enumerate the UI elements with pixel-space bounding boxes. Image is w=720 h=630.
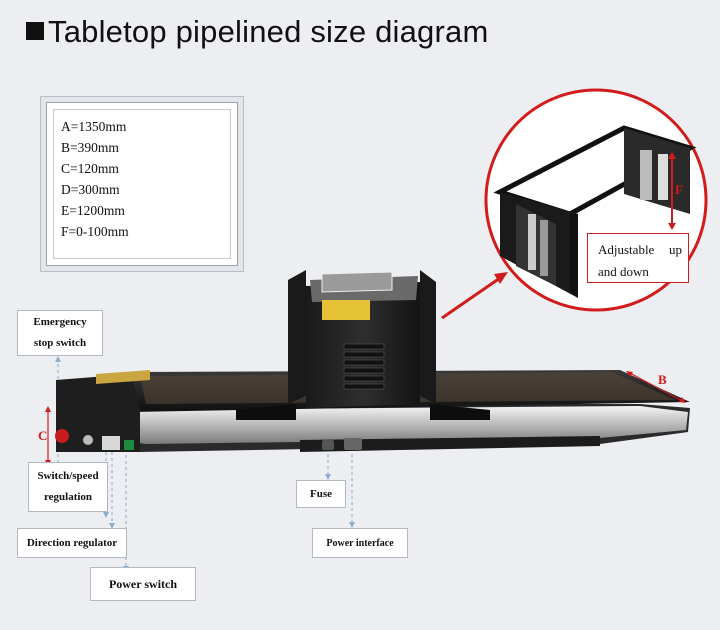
dimension-f: F=0-100mm bbox=[61, 224, 129, 239]
label-switch-speed-line2: regulation bbox=[43, 491, 93, 503]
adjustable-callout: Adjustable up and down bbox=[587, 233, 689, 283]
leader-arrowheads bbox=[55, 356, 355, 572]
dimension-legend: A=1350mm B=390mm C=120mm D=300mm E=1200m… bbox=[46, 102, 238, 266]
callout-word-up: up bbox=[669, 242, 682, 257]
left-side-plate bbox=[288, 270, 306, 404]
callout-arrow-line bbox=[441, 276, 501, 320]
power-socket bbox=[344, 438, 362, 450]
label-switch-speed-line1: Switch/speed bbox=[37, 470, 99, 483]
title-text: Tabletop pipelined size diagram bbox=[48, 14, 489, 49]
dimension-a: A=1350mm bbox=[61, 119, 127, 134]
detail-housing bbox=[493, 125, 697, 298]
label-direction-regulator: Direction regulator bbox=[17, 528, 127, 558]
dimension-legend-border bbox=[53, 109, 231, 259]
emergency-button bbox=[55, 429, 69, 443]
dimension-c-arrows bbox=[45, 406, 51, 466]
fuse-holder bbox=[322, 440, 334, 450]
dimension-b: B=390mm bbox=[61, 140, 119, 155]
dimension-c: C=120mm bbox=[61, 161, 119, 176]
dimension-b-line bbox=[627, 371, 685, 403]
dimension-c-letter: C bbox=[38, 428, 48, 443]
square-bullet-icon bbox=[26, 22, 44, 40]
power-switch-button bbox=[124, 440, 134, 450]
control-box bbox=[56, 374, 140, 452]
label-emergency-stop: Emergency stop switch bbox=[17, 310, 103, 356]
dimension-e: E=1200mm bbox=[61, 203, 125, 218]
dimension-d: D=300mm bbox=[61, 182, 120, 197]
label-emergency-line1: Emergency bbox=[33, 316, 87, 329]
right-side-plate bbox=[420, 270, 436, 404]
housing-foot-left bbox=[236, 404, 296, 420]
vent-grille bbox=[343, 343, 385, 390]
speed-knob bbox=[83, 435, 93, 445]
page-title: Tabletop pipelined size diagram bbox=[26, 14, 488, 50]
callout-line-2: and down bbox=[598, 264, 649, 279]
direction-switch bbox=[102, 436, 120, 450]
callout-arrow-head bbox=[494, 272, 508, 284]
label-emergency-line2: stop switch bbox=[33, 337, 87, 349]
dimension-b-letter: B bbox=[658, 372, 667, 387]
label-switch-speed: Switch/speed regulation bbox=[28, 462, 108, 512]
housing-foot-right bbox=[430, 404, 490, 420]
label-fuse: Fuse bbox=[296, 480, 346, 508]
dimension-f-letter: F bbox=[675, 182, 683, 197]
label-power-switch: Power switch bbox=[90, 567, 196, 601]
control-top-plate bbox=[96, 370, 150, 384]
label-power-interface: Power interface bbox=[312, 528, 408, 558]
callout-word-adjustable: Adjustable bbox=[598, 242, 655, 257]
underside bbox=[300, 436, 600, 452]
warning-label bbox=[322, 300, 370, 320]
lamp-cable bbox=[321, 271, 393, 293]
